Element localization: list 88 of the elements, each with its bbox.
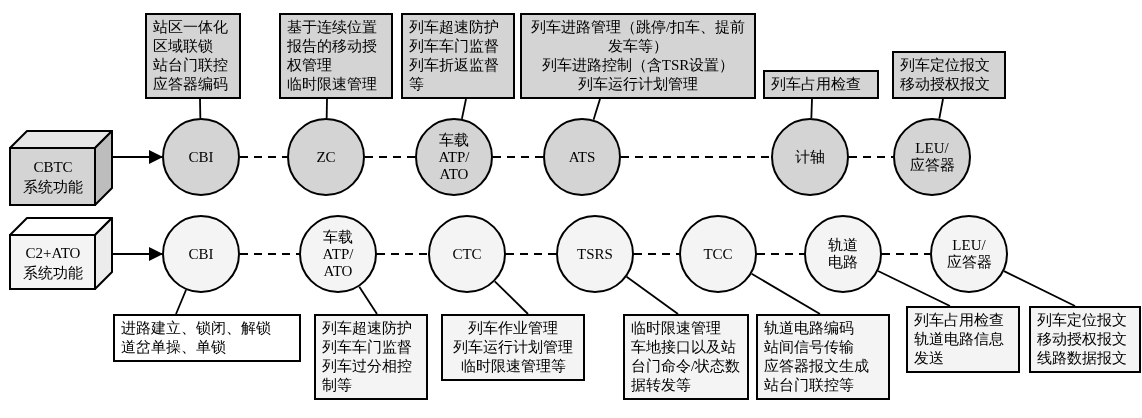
function-box [763, 70, 879, 99]
leader-line [938, 98, 944, 120]
dashed-connector [620, 156, 772, 158]
leader-line [325, 98, 328, 119]
node-text: 轨道电路 [827, 237, 859, 271]
leader-line [461, 98, 467, 120]
node-text: 列车车门监督 [322, 338, 413, 357]
node-text: 临时限速管理 [631, 319, 722, 338]
node-text: 区域联锁 [153, 37, 214, 56]
node-text: TSRS [576, 245, 614, 263]
leader-line [358, 285, 378, 315]
node-text: 车载 ATP/ ATO [321, 228, 355, 280]
function-box [892, 51, 1006, 99]
leader-line [877, 270, 951, 307]
node-text: 列车超速防护 [322, 319, 413, 338]
node-text: 列车占用检查 [914, 311, 1005, 330]
arrow [112, 247, 163, 261]
node-text: 列车进路控制（含TSR设置） [540, 56, 736, 75]
node-text: ATS [567, 148, 597, 166]
node-text: 轨道电路编码 [764, 319, 855, 338]
dashed-connector [881, 253, 931, 255]
function-box [623, 314, 749, 400]
node-text: 列车占用检查 [771, 75, 862, 94]
node-text: 车地接口以及站台门命令/状态数据转发等 [631, 338, 741, 395]
dashed-connector [756, 253, 805, 255]
node-text: CBI [187, 148, 215, 166]
node-text: 列车过分相控制等 [322, 357, 413, 395]
dashed-connector [848, 156, 894, 158]
node-text: 列车作业管理 [467, 319, 559, 338]
node-text: 列车运行计划管理 [452, 338, 574, 357]
node-text: 列车车门监督 [409, 37, 500, 56]
node-text: 站区一体化 [153, 18, 229, 37]
node-text: LEU/ 应答器 [945, 237, 993, 271]
node-text: 列车折返监督等 [409, 56, 500, 94]
function-box [441, 314, 585, 381]
node-text: 基于连续位置报告的移动授权管理 [287, 18, 378, 75]
node-text: LEU/ 应答器 [908, 140, 956, 174]
node-text: 列车超速防护 [409, 18, 500, 37]
dashed-connector [492, 156, 544, 158]
leader-line [750, 272, 821, 315]
node-text: 轨道电路信息发送 [914, 330, 1005, 368]
function-box [314, 314, 428, 400]
dashed-connector [505, 253, 557, 255]
node-text: 临时限速管理 [287, 75, 378, 94]
leader-line [1003, 270, 1076, 307]
node-text: 站台门联控 [153, 56, 229, 75]
function-box [279, 13, 393, 99]
node-text: ZC [315, 148, 337, 166]
node-text: 移动授权报文 [900, 75, 991, 94]
function-box [145, 13, 241, 99]
function-box [520, 13, 756, 99]
node-text: 临时限速管理等 [459, 357, 567, 376]
function-box [906, 306, 1020, 373]
node-text: 计轴 [794, 148, 826, 166]
node-text: CTC [451, 245, 483, 263]
node-text: 线路数据报文 [1037, 349, 1128, 368]
function-box [756, 314, 890, 400]
arrow [112, 150, 163, 164]
leader-line [625, 275, 679, 315]
leader-line [810, 98, 813, 119]
dashed-connector [376, 253, 429, 255]
leader-line [199, 98, 202, 119]
node-text: CBTC 系统功能 [22, 158, 84, 197]
function-box [401, 13, 515, 99]
node-text: 车载 ATP/ ATO [437, 131, 471, 183]
function-box [113, 314, 301, 362]
node-text: 进路建立、锁闭、解锁 [121, 319, 272, 338]
node-text: 应答器报文生成 [764, 357, 870, 376]
node-text: 移动授权报文 [1037, 330, 1128, 349]
node-text: 列车定位报文 [1037, 311, 1128, 330]
node-text: 站间信号传输 [764, 338, 855, 357]
node-text: 列车定位报文 [900, 56, 991, 75]
node-text: 列车运行计划管理 [577, 75, 699, 94]
leader-line [592, 98, 601, 121]
node-text: C2+ATO 系统功能 [22, 243, 84, 283]
node-text: 道岔单操、单锁 [121, 338, 227, 357]
node-text: 列车进路管理（跳停/扣车、提前发车等） [529, 18, 747, 56]
dashed-connector [239, 156, 288, 158]
node-text: 站台门联控等 [764, 376, 855, 395]
leader-line [493, 280, 529, 315]
node-text: 应答器编码 [153, 75, 229, 94]
leader-line [175, 289, 187, 315]
node-text: TCC [702, 245, 734, 263]
dashed-connector [239, 253, 300, 255]
dashed-connector [633, 253, 680, 255]
dashed-connector [364, 156, 416, 158]
function-box [1029, 306, 1141, 373]
node-text: CBI [187, 245, 215, 263]
